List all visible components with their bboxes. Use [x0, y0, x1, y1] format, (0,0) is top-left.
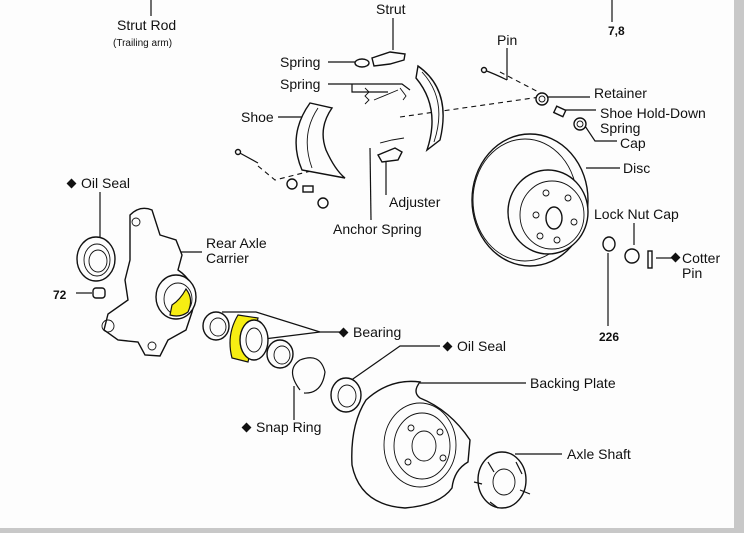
label-anchor-spring: Anchor Spring — [333, 221, 422, 237]
torque-strut-rod: 7,8 — [608, 24, 625, 38]
label-oil-seal-top: Oil Seal — [66, 175, 131, 191]
torque-bolt: 72 — [53, 288, 67, 302]
oil-seal-top-part — [76, 236, 116, 282]
hold-down-spring-part — [552, 105, 567, 118]
label-strut: Strut — [376, 1, 406, 17]
label-snap-ring: Snap Ring — [241, 419, 322, 435]
exploded-parts-drawing — [76, 0, 681, 509]
retainer-part — [535, 92, 549, 106]
label-retainer: Retainer — [594, 85, 647, 101]
oil-seal-mid-part — [330, 377, 362, 413]
label-snap-ring-text: Snap Ring — [256, 419, 322, 435]
label-pin: Pin — [497, 32, 518, 48]
spring-part — [354, 58, 407, 105]
cotter-diamond — [670, 252, 681, 263]
label-rear-axle-1: Rear Axle — [206, 235, 267, 251]
snap-ring-part — [291, 357, 326, 394]
label-bearing: Bearing — [338, 324, 402, 340]
label-spring-1: Spring — [280, 54, 321, 70]
leader-lines — [76, 0, 672, 455]
non-reusable-diamond-icon — [338, 327, 349, 338]
shoe-left-part — [295, 102, 346, 179]
bearing-part — [229, 314, 269, 363]
label-lock-nut-cap: Lock Nut Cap — [594, 206, 679, 222]
adjuster-part — [376, 137, 405, 163]
label-disc: Disc — [623, 160, 651, 176]
label-backing-plate: Backing Plate — [530, 375, 616, 391]
label-shoe: Shoe — [241, 109, 274, 125]
label-strut-rod-sub: (Trailing arm) — [113, 38, 173, 49]
inner-race-part — [202, 311, 230, 341]
label-adjuster: Adjuster — [389, 194, 441, 210]
lock-nut-part — [602, 236, 616, 252]
non-reusable-diamond-icon — [241, 422, 252, 433]
pin-right-part — [480, 66, 508, 81]
rear-axle-carrier-part — [101, 207, 197, 357]
label-oil-seal-mid-text: Oil Seal — [457, 338, 507, 354]
cap-part — [573, 117, 587, 131]
non-reusable-diamond-icon — [442, 341, 453, 352]
label-bearing-text: Bearing — [353, 324, 402, 340]
disc-part — [471, 133, 589, 267]
pin-hardware-left — [234, 148, 329, 209]
label-shoe-hold-down-2: Spring — [600, 120, 641, 136]
label-shoe-hold-down-1: Shoe Hold-Down — [600, 105, 706, 121]
label-rear-axle-2: Carrier — [206, 250, 249, 266]
label-cotter-1: Cotter — [682, 250, 721, 266]
torque-lock-nut: 226 — [599, 330, 620, 344]
label-axle-shaft: Axle Shaft — [567, 446, 631, 462]
outer-race-part — [266, 339, 294, 369]
backing-plate-part — [351, 380, 471, 509]
label-oil-seal-top-text: Oil Seal — [81, 175, 131, 191]
label-cotter-2: Pin — [682, 265, 703, 281]
cotter-pin-part — [647, 250, 653, 269]
lock-nut-cap-part — [624, 248, 640, 264]
bolt-part — [92, 287, 106, 299]
label-strut-rod: Strut Rod — [117, 17, 177, 33]
non-reusable-diamond-icon — [66, 178, 77, 189]
axle-shaft-part — [473, 451, 531, 509]
strut-part — [371, 51, 406, 67]
diagram-canvas: Strut Rod (Trailing arm) 7,8 Strut Sprin… — [0, 0, 734, 528]
label-cap: Cap — [620, 135, 646, 151]
label-spring-2: Spring — [280, 76, 321, 92]
shoe-right-part — [415, 64, 444, 152]
label-oil-seal-mid: Oil Seal — [442, 338, 507, 354]
